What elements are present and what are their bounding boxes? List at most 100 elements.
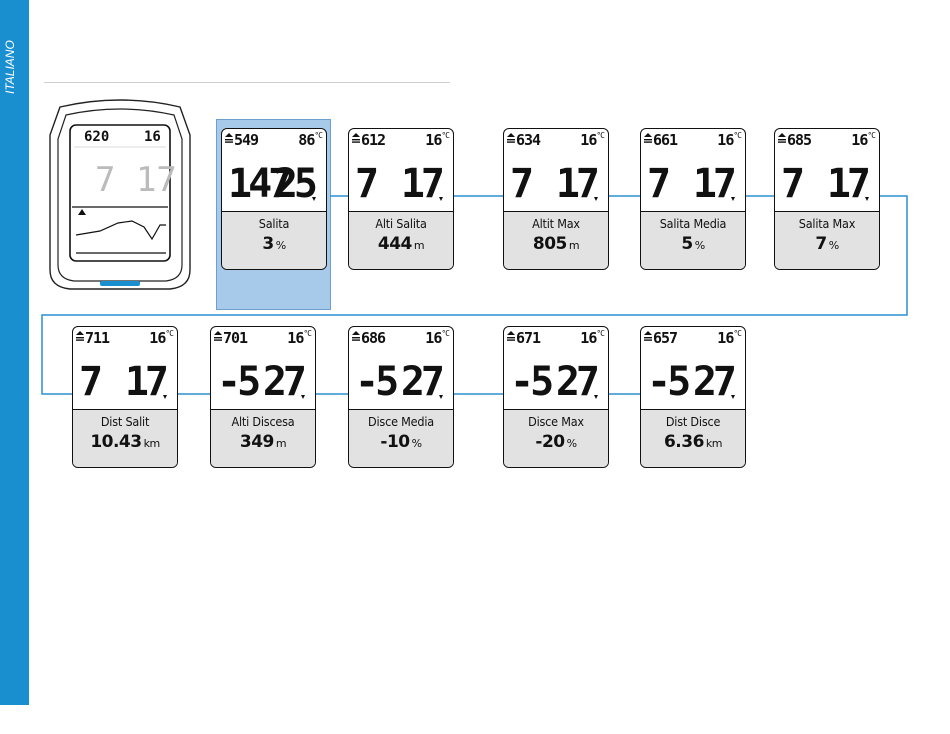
speed-left: 147	[228, 161, 290, 205]
altitude-value: 549	[234, 131, 259, 149]
function-value: -10%	[380, 432, 422, 452]
temperature-value: 16°C	[149, 329, 174, 347]
trend-arrow-icon	[731, 395, 735, 399]
speed-right: 17	[556, 161, 598, 205]
function-label: Salita Max	[798, 216, 856, 231]
speed-left: 7	[79, 359, 101, 403]
function-label: Disce Media	[368, 414, 434, 429]
altitude-icon	[644, 133, 652, 143]
speed-right: 17	[401, 161, 443, 205]
altitude-value: 671	[516, 329, 541, 347]
trend-arrow-icon	[594, 395, 598, 399]
speed-digits: -5 27	[355, 359, 445, 403]
speed-left: -5	[217, 359, 259, 403]
display-screen: 549 86°C 147 25 Salita 3%	[221, 128, 327, 270]
trend-arrow-icon	[731, 197, 735, 201]
altitude-value: 661	[653, 131, 678, 149]
speed-left: -5	[510, 359, 552, 403]
trend-arrow-icon	[594, 197, 598, 201]
speed-left: 7	[510, 161, 532, 205]
device-temperature: 16	[144, 129, 161, 145]
speed-digits: 7 17	[355, 161, 445, 205]
temperature-value: 16°C	[287, 329, 312, 347]
speed-left: 7	[355, 161, 377, 205]
device-button[interactable]	[100, 281, 140, 286]
altitude-icon	[214, 331, 222, 341]
language-label: ITALIANO	[3, 40, 17, 94]
temperature-value: 16°C	[425, 131, 450, 149]
speed-right: 27	[263, 359, 305, 403]
speed-right: 27	[556, 359, 598, 403]
language-side-tab: ITALIANO	[0, 0, 29, 705]
function-value: 7%	[815, 234, 839, 254]
altitude-icon	[507, 133, 515, 143]
temperature-value: 16°C	[717, 131, 742, 149]
device-speed-ghost: 7 17	[95, 160, 177, 200]
function-label: Dist Disce	[665, 414, 721, 429]
function-label: Dist Salit	[100, 414, 150, 429]
altitude-icon	[778, 133, 786, 143]
bike-computer-device: 620 16 7 17	[49, 99, 191, 290]
altitude-value: 657	[653, 329, 678, 347]
altitude-value: 685	[787, 131, 812, 149]
speed-left: -5	[355, 359, 397, 403]
altitude-icon	[76, 331, 84, 341]
temperature-value: 16°C	[580, 329, 605, 347]
speed-left: 7	[647, 161, 669, 205]
function-label: Salita Media	[659, 216, 727, 231]
trend-arrow-icon	[439, 395, 443, 399]
top-divider	[44, 82, 450, 83]
function-label: Alti Salita	[375, 216, 427, 231]
speed-digits: -5 27	[510, 359, 600, 403]
trend-arrow-icon	[301, 395, 305, 399]
function-label: Alti Discesa	[231, 414, 295, 429]
temperature-value: 86°C	[298, 131, 323, 149]
speed-right: 17	[125, 359, 167, 403]
function-value: -20%	[535, 432, 577, 452]
speed-digits: 7 17	[647, 161, 737, 205]
display-screen: 685 16°C 7 17 Salita Max 7%	[774, 128, 880, 270]
altitude-value: 711	[85, 329, 110, 347]
speed-right: 27	[401, 359, 443, 403]
altitude-icon	[507, 331, 515, 341]
device-altitude: 620	[84, 129, 109, 145]
speed-right: 25	[274, 161, 316, 205]
speed-digits: 7 17	[781, 161, 871, 205]
speed-digits: 147 25	[228, 161, 318, 205]
temperature-value: 16°C	[580, 131, 605, 149]
speed-digits: -5 27	[647, 359, 737, 403]
speed-right: 17	[827, 161, 869, 205]
function-value: 3%	[262, 234, 286, 254]
trend-arrow-icon	[312, 197, 316, 201]
altitude-icon	[352, 331, 360, 341]
temperature-value: 16°C	[851, 131, 876, 149]
temperature-value: 16°C	[425, 329, 450, 347]
speed-digits: 7 17	[510, 161, 600, 205]
trend-arrow-icon	[439, 197, 443, 201]
altitude-icon	[352, 133, 360, 143]
speed-left: 7	[781, 161, 803, 205]
altitude-icon	[644, 331, 652, 341]
function-label: Salita	[258, 216, 290, 231]
speed-digits: -5 27	[217, 359, 307, 403]
temperature-value: 16°C	[717, 329, 742, 347]
trend-arrow-icon	[865, 197, 869, 201]
display-screen: 686 16°C -5 27 Disce Media -10%	[348, 326, 454, 468]
altitude-value: 701	[223, 329, 248, 347]
function-label: Altit Max	[532, 216, 580, 231]
display-screen: 671 16°C -5 27 Disce Max -20%	[503, 326, 609, 468]
altitude-icon	[225, 133, 233, 143]
speed-right: 17	[693, 161, 735, 205]
display-screen: 661 16°C 7 17 Salita Media 5%	[640, 128, 746, 270]
trend-arrow-icon	[163, 395, 167, 399]
function-label: Disce Max	[528, 414, 584, 429]
speed-digits: 7 17	[79, 359, 169, 403]
